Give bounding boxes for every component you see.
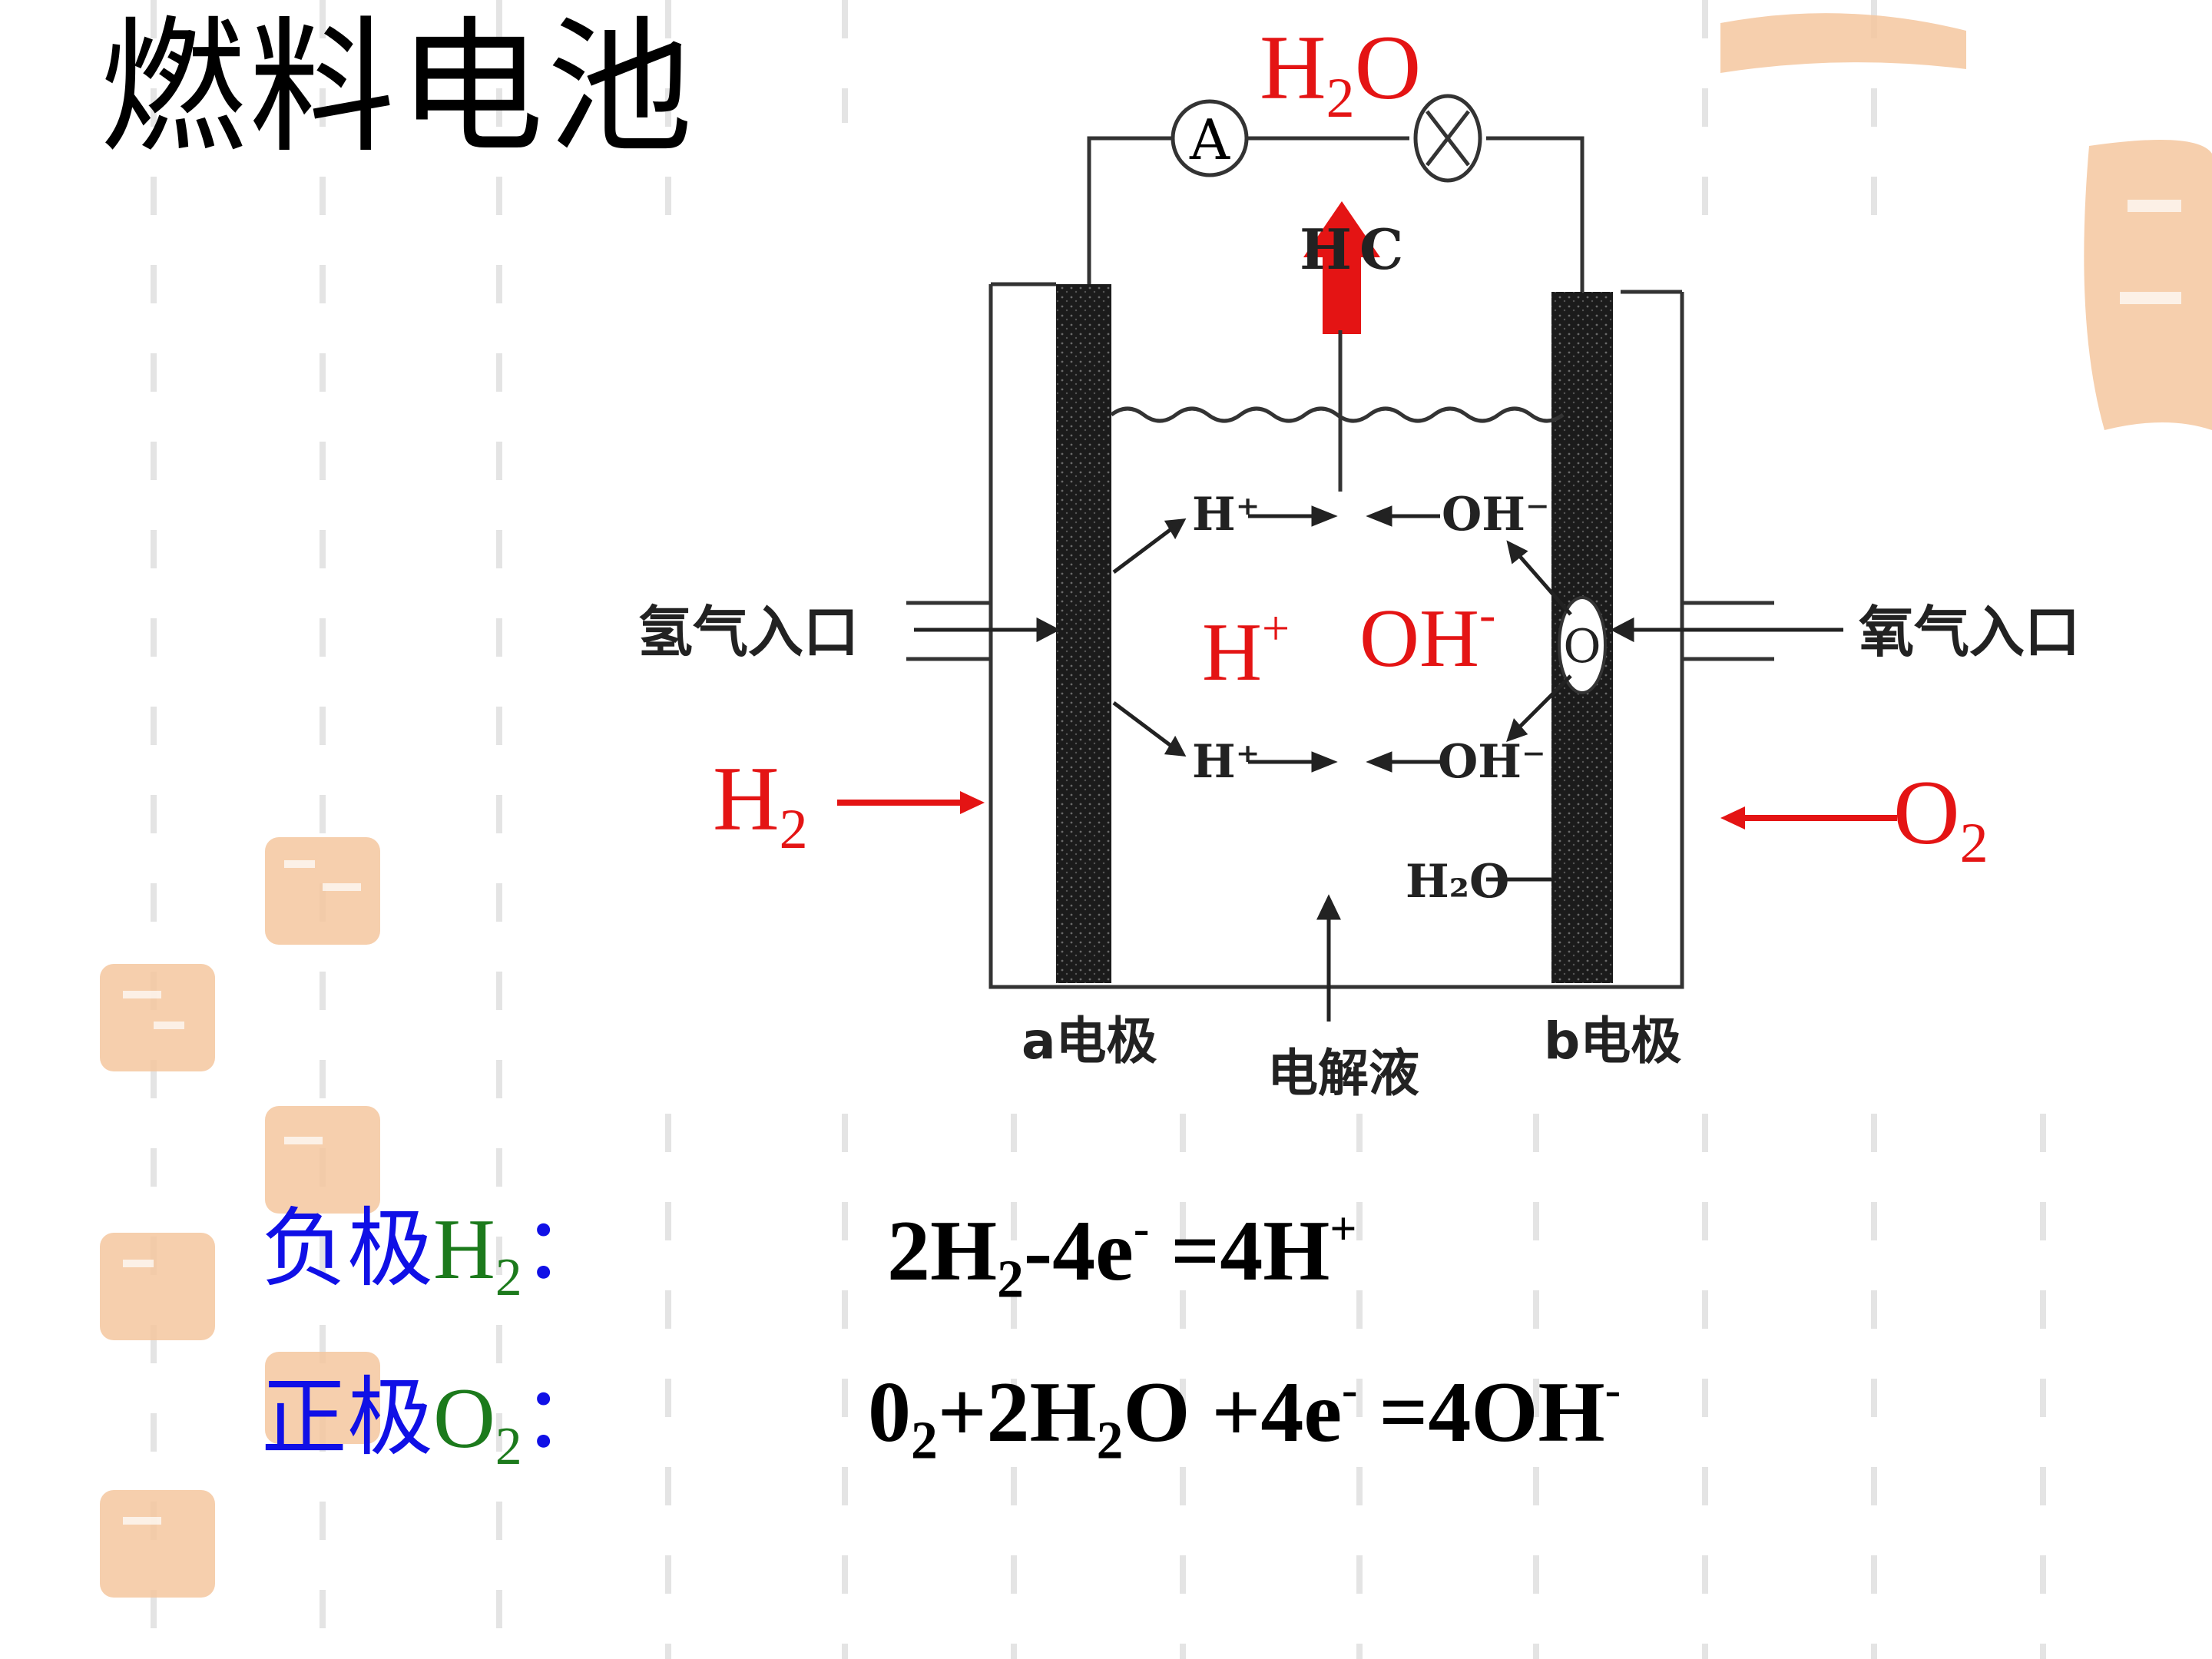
o2-feed-label: O2 <box>1893 761 1988 875</box>
h-plus-label: H+ <box>1202 601 1290 698</box>
small-oh-minus-lower: OH⁻ <box>1438 735 1546 789</box>
electrolyte-label: 电解液 <box>1267 1044 1419 1103</box>
equation-positive-label: 正极O2： <box>261 1368 608 1477</box>
seal-stamp <box>2084 140 2212 430</box>
h2-feed-label: H2 <box>713 747 808 861</box>
seal-stamp <box>265 1106 380 1214</box>
o2-inlet-tube <box>1682 601 1774 661</box>
oh-minus-label: OH- <box>1359 587 1495 684</box>
o2-feed-arrow <box>1720 806 1897 830</box>
ammeter-label: A <box>1189 108 1230 172</box>
h2-inlet-label: 氢气入口 <box>637 600 859 664</box>
equation-positive: 02+2H2O +4e- =4OH- <box>868 1364 1621 1471</box>
electrode-a <box>1056 284 1111 983</box>
vessel <box>988 282 1684 989</box>
water-exit-arrow <box>1303 201 1380 334</box>
electrode-b-label: b电极 <box>1544 1012 1681 1071</box>
small-h2o-label: H₂O <box>1406 855 1509 909</box>
ion-arrows <box>914 505 1843 1022</box>
h2-feed-arrow <box>837 791 985 814</box>
svg-text:H: H <box>1300 217 1352 282</box>
seal-stamp <box>1720 13 1966 74</box>
electrode-a-label: a电极 <box>1022 1012 1157 1071</box>
equation-negative-label: 负极H2： <box>261 1199 608 1308</box>
electrode-b-pore <box>1558 596 1607 694</box>
seal-stamp <box>265 1352 380 1444</box>
small-oh-minus-upper: OH⁻ <box>1442 488 1550 541</box>
small-h-plus-lower: H⁺ <box>1192 735 1260 789</box>
o2-inlet-label: 氧气入口 <box>1859 600 2080 664</box>
product-h2o-label: H2O <box>1260 16 1421 130</box>
lamp-icon <box>1413 94 1482 183</box>
small-h-plus-upper: H⁺ <box>1192 488 1260 541</box>
liquid-surface <box>1110 406 1565 423</box>
external-circuit <box>1087 136 1584 292</box>
ammeter-icon <box>1171 99 1249 177</box>
equation-negative: 2H2-4e- =4H+ <box>887 1203 1357 1310</box>
svg-text:C: C <box>1359 217 1403 282</box>
electrode-b-pore-label: O <box>1563 620 1601 674</box>
h2-inlet-tube <box>906 601 991 661</box>
page-title: 燃料电池 <box>100 3 697 173</box>
